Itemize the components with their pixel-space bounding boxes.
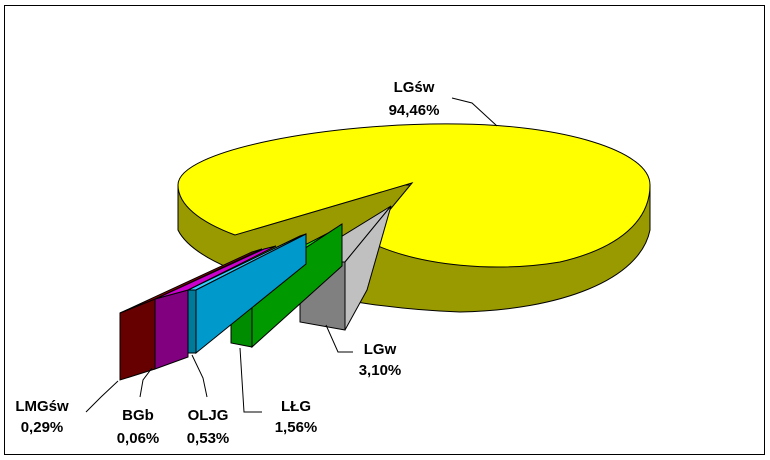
label-bgb-name: BGb: [122, 407, 154, 424]
slice-oljg-front: [187, 289, 197, 354]
label-lgw-name: LGw: [364, 341, 397, 358]
data-labels: LGśw 94,46% LGw 3,10% LŁG 1,56% OLJG 0,5…: [15, 79, 439, 447]
slice-bgb-front: [154, 289, 189, 370]
label-llg-value: 1,56%: [275, 419, 318, 436]
slice-lmgsw-top: [119, 248, 263, 314]
label-bgb-value: 0,06%: [117, 430, 160, 447]
slice-oljg-side: [195, 233, 307, 355]
leader-lgsw: [451, 97, 498, 127]
leader-llg: [239, 347, 262, 413]
slice-lgw-side: [344, 205, 392, 331]
slice-llg-side: [251, 223, 343, 349]
label-lgw-value: 3,10%: [359, 362, 402, 379]
label-lgsw-value: 94,46%: [389, 102, 440, 119]
slice-bgb-top: [154, 245, 277, 300]
label-oljg-value: 0,53%: [187, 430, 230, 447]
label-lgsw-name: LGśw: [394, 79, 435, 96]
leader-oljg: [191, 354, 208, 398]
slice-oljg: [187, 233, 307, 355]
slice-lgsw-top: [177, 123, 651, 268]
leader-lgw: [325, 324, 353, 353]
label-lmgsw-value: 0,29%: [21, 419, 64, 436]
label-lmgsw-name: LMGśw: [15, 398, 69, 415]
slice-bgb: [154, 245, 277, 370]
leader-lines: [85, 97, 498, 413]
leader-bgb: [139, 367, 153, 398]
label-llg-name: LŁG: [281, 398, 311, 415]
slice-lmgsw: [119, 248, 263, 381]
label-oljg-name: OLJG: [188, 407, 229, 424]
leader-lmgsw: [85, 380, 119, 413]
